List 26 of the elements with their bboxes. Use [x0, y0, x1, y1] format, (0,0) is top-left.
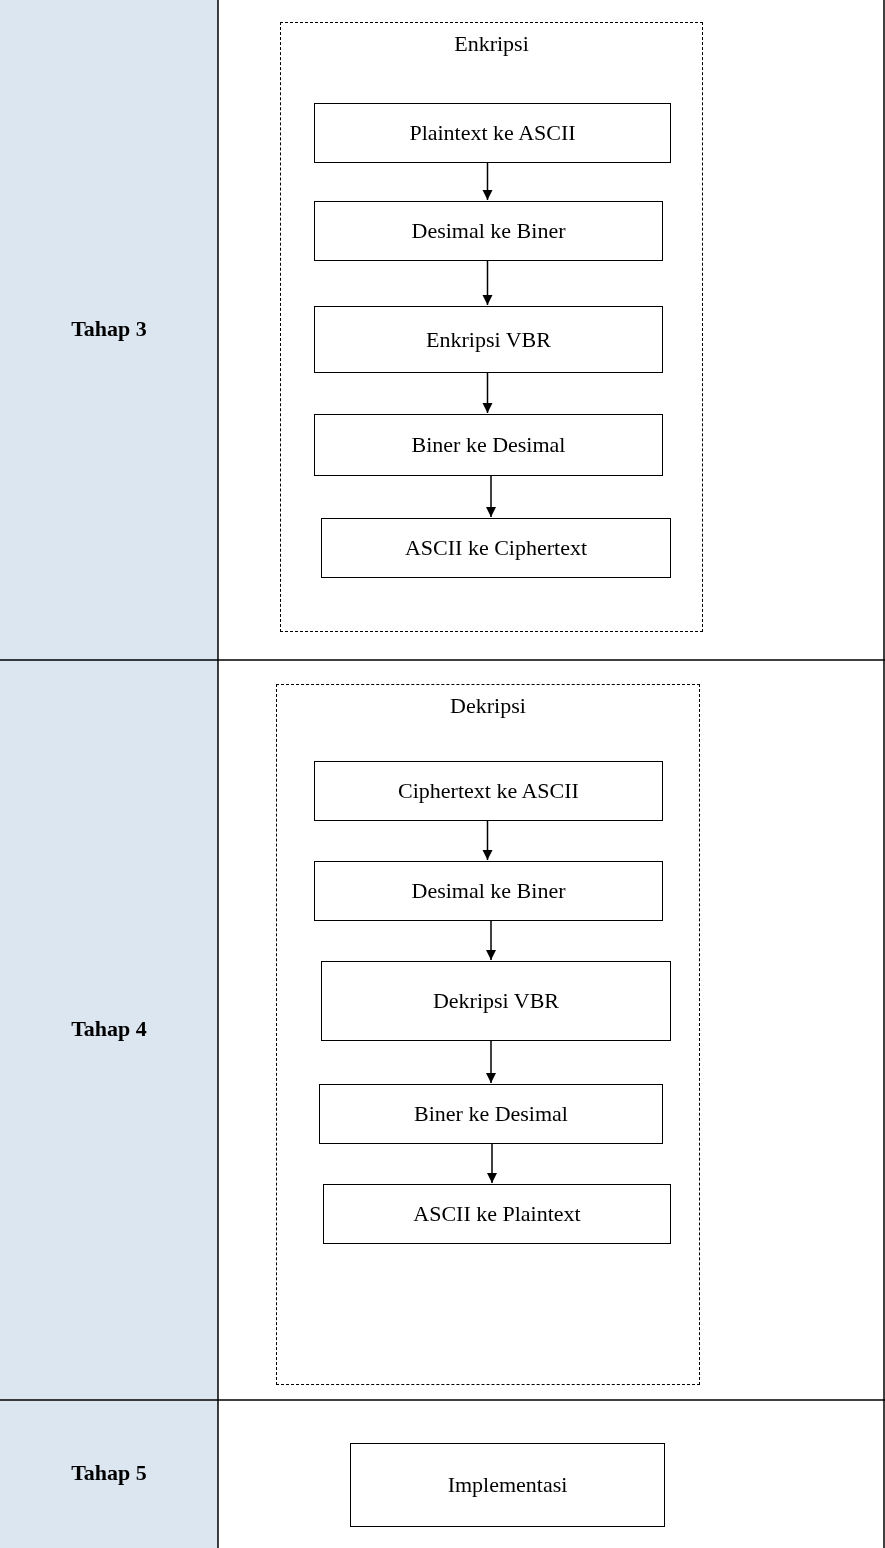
- process-box: Biner ke Desimal: [314, 414, 663, 476]
- arrow: [485, 1039, 497, 1084]
- row-label: Tahap 3: [70, 316, 148, 342]
- process-box: Desimal ke Biner: [314, 861, 663, 921]
- arrow: [482, 161, 493, 201]
- process-box: Dekripsi VBR: [321, 961, 671, 1041]
- arrow: [485, 919, 497, 961]
- process-box: Enkripsi VBR: [314, 306, 663, 373]
- row-label: Tahap 4: [70, 1016, 148, 1042]
- process-box: ASCII ke Plaintext: [323, 1184, 671, 1244]
- process-box: ASCII ke Ciphertext: [321, 518, 671, 578]
- row-label: Tahap 5: [70, 1460, 148, 1486]
- group-title: Dekripsi: [450, 693, 526, 719]
- dashed-group-box: [280, 22, 703, 632]
- arrow: [482, 819, 493, 861]
- process-box: Implementasi: [350, 1443, 665, 1527]
- process-box: Plaintext ke ASCII: [314, 103, 671, 163]
- process-box: Ciphertext ke ASCII: [314, 761, 663, 821]
- arrow: [486, 1142, 498, 1184]
- arrow: [482, 259, 493, 306]
- process-box: Desimal ke Biner: [314, 201, 663, 261]
- arrow: [485, 474, 497, 518]
- arrow: [482, 371, 493, 414]
- group-title: Enkripsi: [454, 31, 529, 57]
- dashed-group-box: [276, 684, 700, 1385]
- process-box: Biner ke Desimal: [319, 1084, 663, 1144]
